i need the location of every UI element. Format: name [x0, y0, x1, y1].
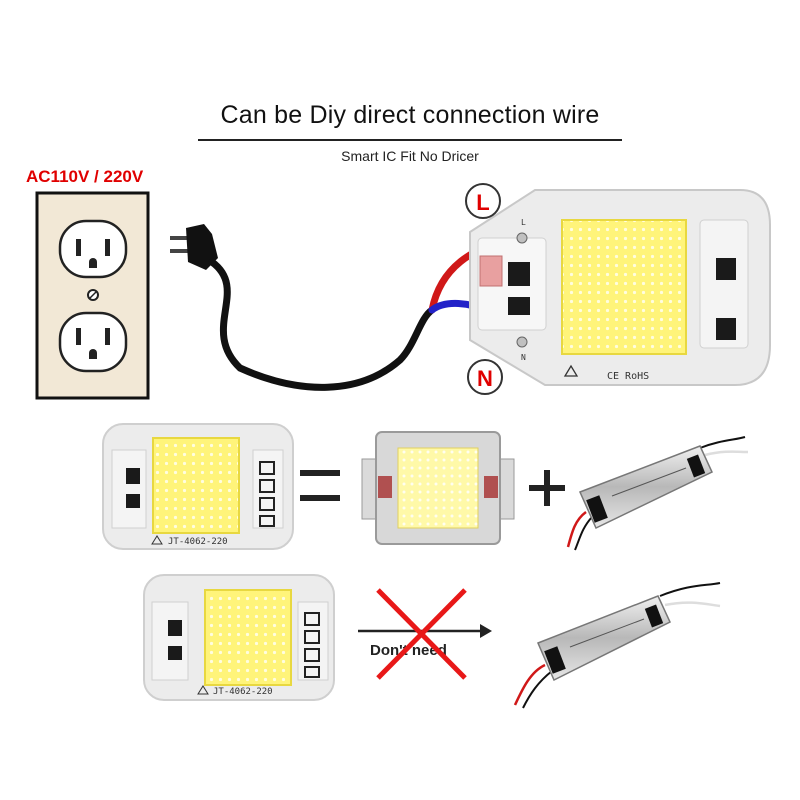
svg-text:N: N: [477, 366, 493, 391]
cert-text: CE RoHS: [607, 371, 649, 382]
cob-chip-top: L N CE RoHS: [469, 189, 771, 386]
led-driver-mid: [566, 436, 749, 551]
not-needed-mark: Don't need: [358, 588, 492, 680]
cob-chip-mid: JT-4062-220: [102, 423, 294, 550]
model-text: JT-4062-220: [168, 537, 228, 547]
pin-label-l: L: [521, 218, 526, 227]
led-module: [361, 431, 515, 545]
voltage-label: AC110V / 220V: [26, 167, 144, 186]
pin-label-n: N: [521, 353, 526, 362]
wall-outlet: [35, 191, 150, 400]
led-driver-bottom: [513, 582, 721, 709]
page-subtitle: Smart IC Fit No Dricer: [341, 148, 479, 164]
equals-sign: [300, 470, 340, 501]
cob-chip-bottom: JT-4062-220: [143, 574, 335, 701]
model-text: JT-4062-220: [213, 687, 273, 697]
power-cable: [208, 258, 436, 391]
power-plug: [170, 224, 218, 270]
badge-live: L: [465, 183, 501, 219]
title-underline: [198, 139, 622, 141]
page-title: Can be Diy direct connection wire: [220, 101, 600, 129]
plus-sign: [529, 470, 565, 506]
svg-text:L: L: [476, 190, 489, 215]
badge-neutral: N: [467, 359, 503, 395]
